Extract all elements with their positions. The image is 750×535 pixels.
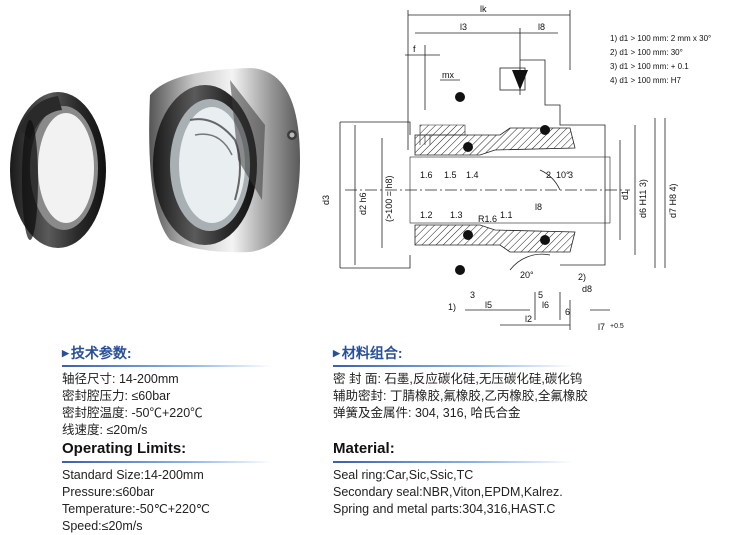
part-1-6: 1.6 xyxy=(420,170,433,180)
dim-l8: l8 xyxy=(535,202,542,212)
material-en-line: Seal ring:Car,Sic,Ssic,TC xyxy=(333,468,474,482)
material-cn-line: 辅助密封: 丁腈橡胶,氟橡胶,乙丙橡胶,全氟橡胶 xyxy=(333,389,588,403)
tech-param-line: 线速度: ≤20m/s xyxy=(62,423,148,437)
limit-line: Speed:≤20m/s xyxy=(62,519,143,533)
divider xyxy=(62,365,272,367)
material-cn-line: 密 封 面: 石墨,反应碳化硅,无压碳化硅,碳化钨 xyxy=(333,372,583,386)
dim-d7: d7 H8 4) xyxy=(668,183,678,218)
mark-2: 2) xyxy=(578,272,586,282)
operating-limits-section: Operating Limits: Standard Size:14-200mm… xyxy=(62,440,272,535)
part-1-5: 1.5 xyxy=(444,170,457,180)
mark-1: 1) xyxy=(448,302,456,312)
materials-cn-heading: ▶材料组合: xyxy=(333,344,588,362)
material-en-heading: Material: xyxy=(333,440,395,457)
tech-param-line: 轴径尺寸: 14-200mm xyxy=(62,372,179,386)
part-1-1: 1.1 xyxy=(500,210,513,220)
angle-10: 10° xyxy=(556,170,570,180)
triangle-icon: ▶ xyxy=(62,348,69,358)
material-cn-line: 弹簧及金属件: 304, 316, 哈氏合金 xyxy=(333,406,521,420)
technical-drawing: 1) d1 > 100 mm: 2 mm x 30° 2) d1 > 100 m… xyxy=(321,4,711,332)
part-1-2: 1.2 xyxy=(420,210,433,220)
triangle-icon: ▶ xyxy=(333,348,340,358)
divider xyxy=(333,461,573,463)
note-1: 1) d1 > 100 mm: 2 mm x 30° xyxy=(610,34,711,43)
dim-d6: d6 H11 3) xyxy=(638,179,648,218)
part-1-4: 1.4 xyxy=(466,170,479,180)
material-en-section: Material: Seal ring:Car,Sic,Ssic,TC Seco… xyxy=(333,440,573,518)
rotating-seal-image xyxy=(149,68,300,253)
tech-params-heading: ▶技术参数: xyxy=(62,344,272,362)
note-2: 2) d1 > 100 mm: 30° xyxy=(610,48,683,57)
tech-params-section: ▶技术参数: 轴径尺寸: 14-200mm 密封腔压力: ≤60bar 密封腔温… xyxy=(62,344,272,439)
divider xyxy=(333,365,573,367)
operating-limits-heading: Operating Limits: xyxy=(62,440,187,457)
dim-lk: lk xyxy=(480,4,487,14)
limit-line: Pressure:≤60bar xyxy=(62,485,155,499)
divider xyxy=(62,461,272,463)
note-4: 4) d1 > 100 mm: H7 xyxy=(610,76,681,85)
part-5: 5 xyxy=(538,290,543,300)
dim-l7-tol: +0.5 xyxy=(610,323,624,330)
dim-d1: d1 xyxy=(620,190,630,200)
dim-l2: l2 xyxy=(525,314,532,324)
part-3-bottom: 3 xyxy=(470,290,475,300)
dim-d8: d8 xyxy=(582,284,592,294)
part-3: 3 xyxy=(568,170,573,180)
limit-line: Standard Size:14-200mm xyxy=(62,468,204,482)
dim-d2: d2 h6 xyxy=(358,192,368,215)
material-en-line: Spring and metal parts:304,316,HAST.C xyxy=(333,502,556,516)
dim-l8-top: l8 xyxy=(538,22,545,32)
part-2: 2 xyxy=(546,170,551,180)
dim-l7: l7 xyxy=(598,322,605,332)
tech-param-line: 密封腔压力: ≤60bar xyxy=(62,389,171,403)
materials-cn-title: 材料组合: xyxy=(341,345,403,361)
part-6: 6 xyxy=(565,307,570,317)
dim-l5: l5 xyxy=(485,300,492,310)
dim-l6: l6 xyxy=(542,300,549,310)
part-1-3: 1.3 xyxy=(450,210,463,220)
angle-20: 20° xyxy=(520,270,534,280)
dim-r16: R1.6 xyxy=(478,214,497,224)
material-en-line: Secondary seal:NBR,Viton,EPDM,Kalrez. xyxy=(333,485,563,499)
limit-line: Temperature:-50℃+220℃ xyxy=(62,502,210,516)
dim-mx: mx xyxy=(442,70,454,80)
materials-cn-section: ▶材料组合: 密 封 面: 石墨,反应碳化硅,无压碳化硅,碳化钨 辅助密封: 丁… xyxy=(333,344,588,422)
dim-f: f xyxy=(413,44,416,54)
tech-params-title: 技术参数: xyxy=(70,345,132,361)
note-3: 3) d1 > 100 mm: + 0.1 xyxy=(610,62,689,71)
dim-d3: d3 xyxy=(321,195,331,205)
dim-l3: l3 xyxy=(460,22,467,32)
product-photo xyxy=(10,68,300,253)
stationary-ring-image xyxy=(10,92,106,248)
dim-d2-note: (>100 = h8) xyxy=(384,175,394,222)
tech-param-line: 密封腔温度: -50℃+220℃ xyxy=(62,406,203,420)
